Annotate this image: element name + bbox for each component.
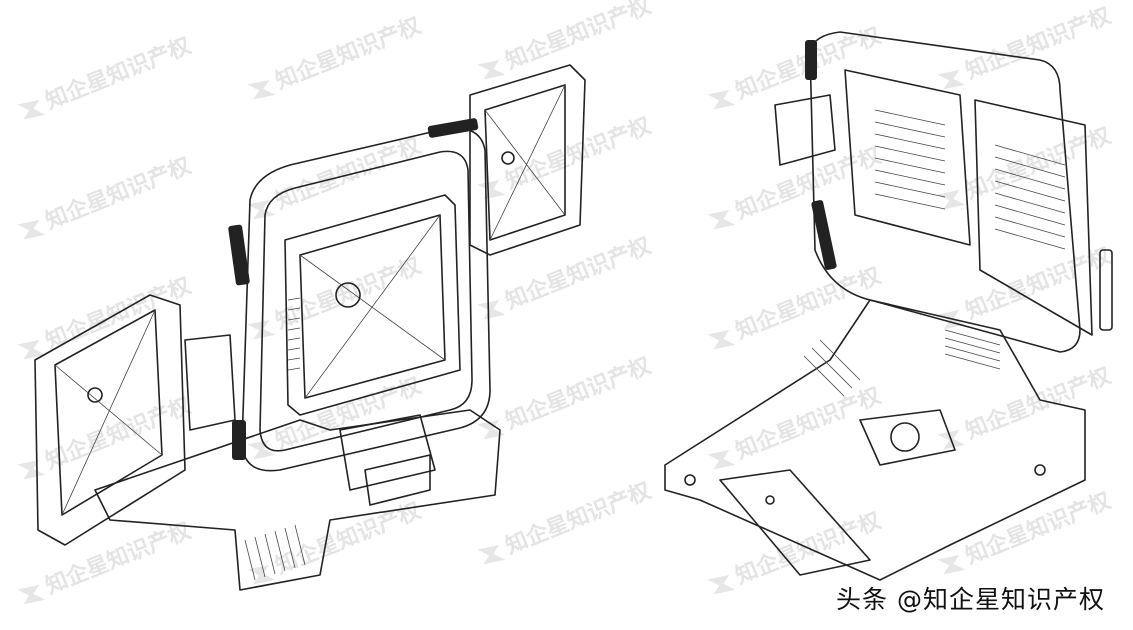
front-perspective-view [34,64,586,591]
rear-perspective-view [664,31,1113,581]
source-caption: 头条 @知企星知识产权 [836,585,1105,614]
